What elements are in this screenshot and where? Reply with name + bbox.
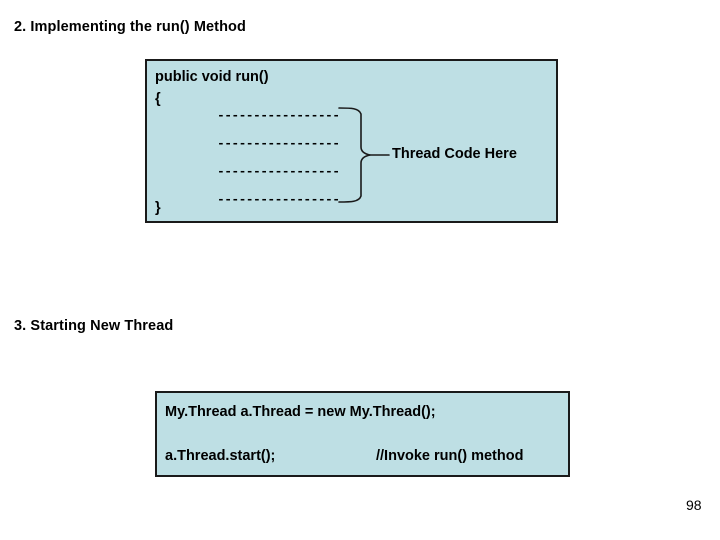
thread-instantiation-statement: My.Thread a.Thread = new My.Thread(); <box>165 404 436 420</box>
thread-code-here-label: Thread Code Here <box>392 146 517 162</box>
code-placeholder-lines: ----------------- ----------------- ----… <box>217 109 357 221</box>
page-number: 98 <box>686 497 702 513</box>
run-method-open-brace: { <box>155 91 161 107</box>
run-method-close-brace: } <box>155 200 161 216</box>
code-placeholder-line: ----------------- <box>217 109 340 122</box>
code-placeholder-line: ----------------- <box>217 193 340 206</box>
run-method-signature: public void run() <box>155 69 269 85</box>
thread-start-call: a.Thread.start(); <box>165 448 276 464</box>
curly-brace-icon <box>337 105 397 205</box>
run-method-code-box: public void run() { ----------------- --… <box>145 59 558 223</box>
code-placeholder-line: ----------------- <box>217 137 340 150</box>
code-placeholder-line: ----------------- <box>217 165 340 178</box>
thread-start-comment: //Invoke run() method <box>376 448 524 464</box>
start-thread-code-box: My.Thread a.Thread = new My.Thread(); a.… <box>155 391 570 477</box>
section-heading-starting-new-thread: 3. Starting New Thread <box>14 318 174 334</box>
section-heading-implementing-run: 2. Implementing the run() Method <box>14 19 246 35</box>
